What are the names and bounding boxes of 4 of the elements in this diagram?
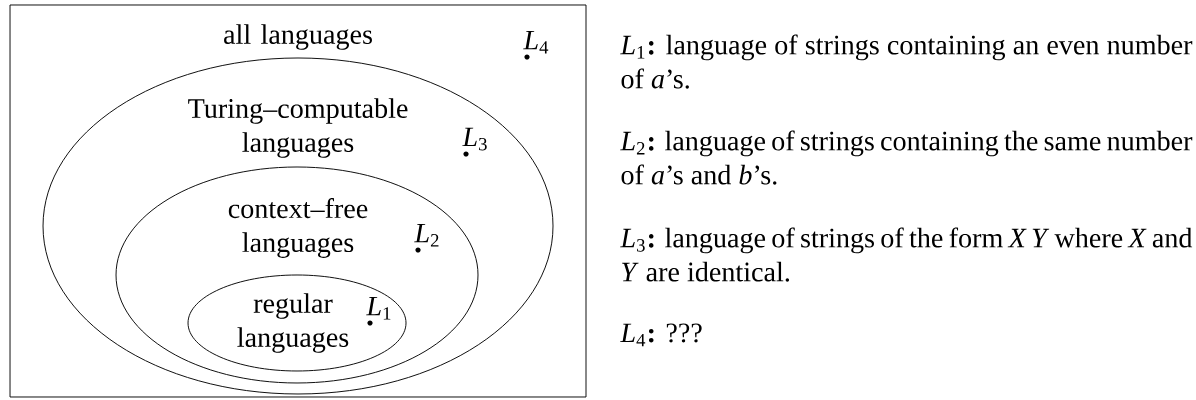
- definition-text: L$_{3}$: language of strings of the form X Y where X and Y are identical.: [620, 227, 1193, 282]
- definition-text: L$_{4}$: ???: [620, 323, 702, 347]
- definition-text: L$_{1}$: language of strings containing an even number of a’s.: [620, 34, 1193, 89]
- definition-text: L$_{2}$: language of strings containing the same number of a’s and b’s.: [620, 130, 1193, 185]
